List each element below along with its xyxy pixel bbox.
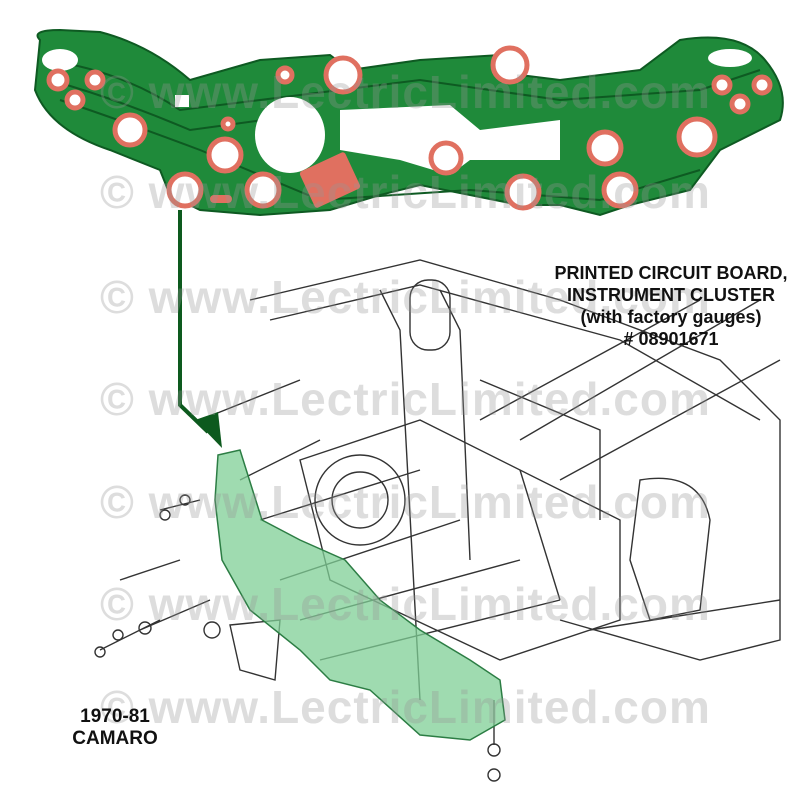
cluster-line-art	[94, 259, 781, 782]
title-line: (with factory gauges)	[580, 307, 762, 327]
printed-circuit-board	[33, 28, 784, 217]
pcb-installed-position	[214, 449, 506, 741]
title-line: PRINTED CIRCUIT BOARD,	[554, 263, 788, 283]
product-title: PRINTED CIRCUIT BOARD, INSTRUMENT CLUSTE…	[540, 262, 800, 350]
watermark: © www.LectricLimited.com	[100, 578, 711, 630]
model-years: 1970-81	[80, 706, 150, 727]
watermark: © www.LectricLimited.com	[100, 681, 711, 733]
part-number: # 08901671	[623, 329, 719, 349]
watermark: © www.LectricLimited.com	[100, 271, 711, 323]
watermark: © www.LectricLimited.com	[100, 373, 711, 425]
location-arrow	[178, 210, 222, 448]
watermark: © www.LectricLimited.com	[100, 476, 711, 528]
title-line: INSTRUMENT CLUSTER	[567, 285, 775, 305]
watermark: © www.LectricLimited.com	[100, 166, 711, 218]
vehicle-model: 1970-81 CAMARO	[60, 706, 170, 750]
watermark: © www.LectricLimited.com	[100, 66, 711, 118]
model-name: CAMARO	[72, 728, 158, 749]
